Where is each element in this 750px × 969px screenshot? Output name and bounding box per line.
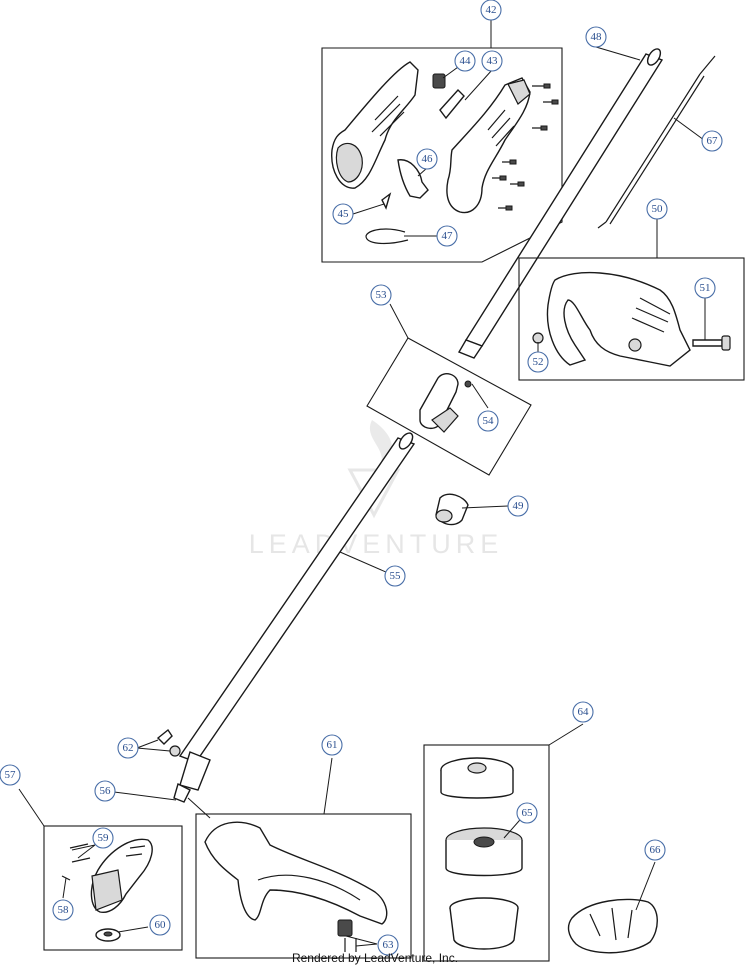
lower-shaft	[173, 432, 416, 803]
svg-text:64: 64	[578, 706, 590, 718]
nut	[532, 332, 544, 344]
handle-right-half	[446, 77, 531, 214]
svg-text:45: 45	[338, 208, 350, 220]
svg-text:60: 60	[155, 919, 167, 931]
callout-53: 53	[370, 284, 392, 306]
svg-text:55: 55	[390, 570, 402, 582]
svg-text:50: 50	[652, 203, 664, 215]
svg-text:51: 51	[700, 282, 711, 294]
svg-text:46: 46	[422, 153, 434, 165]
footer-credit: Rendered by LeadVenture, Inc.	[292, 951, 458, 965]
spool	[445, 827, 523, 877]
collar	[435, 493, 469, 526]
callout-61: 61	[321, 734, 343, 756]
callout-60: 60	[149, 914, 171, 936]
gearhead	[90, 838, 153, 913]
trigger-lever	[397, 159, 429, 199]
callout-62: 62	[117, 737, 139, 759]
box-handle-housing	[321, 47, 563, 263]
assist-handle	[546, 271, 691, 367]
wing-screw	[156, 728, 181, 757]
svg-text:42: 42	[486, 4, 497, 16]
callout-47: 47	[436, 225, 458, 247]
svg-text:56: 56	[100, 785, 112, 797]
watermark-text: LEADVENTURE	[249, 529, 504, 559]
throttle-cable	[597, 55, 716, 229]
box-coupler	[366, 337, 532, 476]
svg-text:65: 65	[522, 807, 534, 819]
callout-65: 65	[516, 802, 538, 824]
svg-text:63: 63	[383, 939, 395, 951]
svg-text:53: 53	[376, 289, 388, 301]
svg-text:58: 58	[58, 904, 70, 916]
svg-text:67: 67	[707, 135, 719, 147]
callout-57: 57	[0, 764, 21, 786]
callout-59: 59	[92, 827, 114, 849]
callout-48: 48	[585, 26, 607, 48]
callout-44: 44	[454, 50, 476, 72]
box-guard	[195, 813, 412, 959]
box-assist-handle	[518, 257, 745, 381]
callout-58: 58	[52, 899, 74, 921]
bolt	[692, 335, 731, 351]
callout-51: 51	[694, 277, 716, 299]
svg-text:61: 61	[327, 739, 338, 751]
svg-text:48: 48	[591, 31, 603, 43]
svg-text:54: 54	[483, 415, 495, 427]
callout-55: 55	[384, 565, 406, 587]
callout-66: 66	[644, 839, 666, 861]
box-trimmer-head	[423, 744, 550, 962]
callout-49: 49	[507, 495, 529, 517]
callout-67: 67	[701, 130, 723, 152]
coupler	[419, 373, 472, 433]
callout-43: 43	[481, 50, 503, 72]
spring-clip	[381, 192, 392, 210]
callout-50: 50	[646, 198, 668, 220]
callout-54: 54	[477, 410, 499, 432]
svg-text:57: 57	[5, 769, 17, 781]
svg-text:66: 66	[650, 844, 662, 856]
callout-45: 45	[332, 203, 354, 225]
svg-text:49: 49	[513, 500, 525, 512]
upper-shaft	[457, 48, 664, 359]
spool-housing	[449, 897, 519, 950]
callout-56: 56	[94, 780, 116, 802]
svg-text:47: 47	[442, 230, 454, 242]
callout-64: 64	[572, 701, 594, 723]
svg-text:43: 43	[487, 55, 499, 67]
bump-housing	[567, 898, 658, 954]
trigger-switch	[432, 73, 465, 120]
callout-52: 52	[527, 351, 549, 373]
retaining-ring	[365, 228, 409, 245]
svg-text:62: 62	[123, 742, 134, 754]
svg-text:44: 44	[460, 55, 472, 67]
callout-46: 46	[416, 148, 438, 170]
box-gearhead	[43, 825, 183, 951]
callout-42: 42	[480, 0, 502, 21]
svg-text:59: 59	[98, 832, 110, 844]
spool-cover	[440, 757, 514, 799]
svg-text:52: 52	[533, 356, 544, 368]
callout-63: 63	[377, 934, 399, 956]
spindle-washer	[95, 928, 121, 942]
guard	[204, 821, 388, 952]
handle-left-half	[331, 61, 419, 189]
screws-housing	[492, 83, 559, 211]
